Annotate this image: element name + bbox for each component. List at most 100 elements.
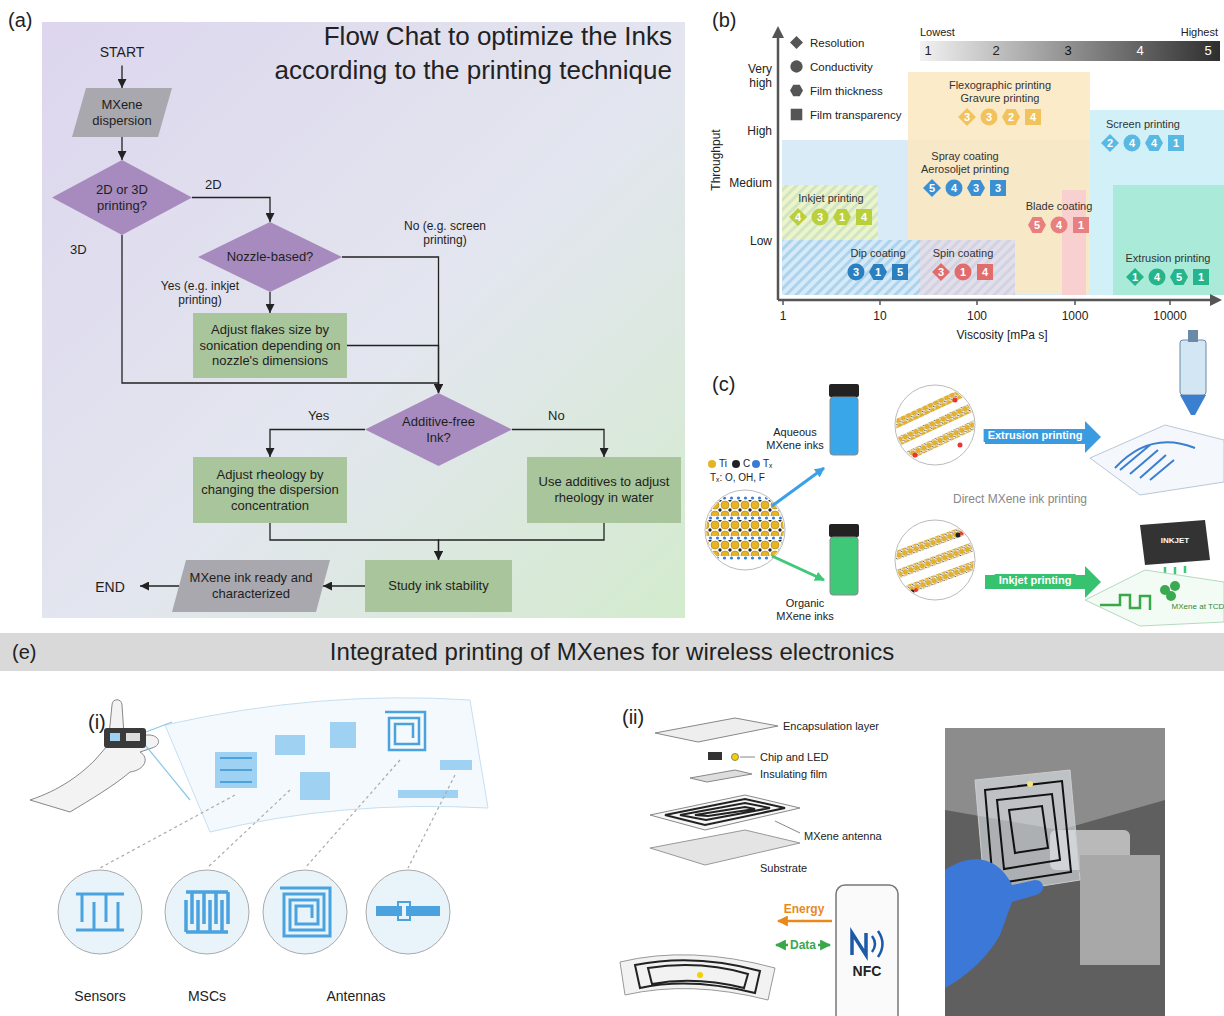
technique-label: Flexographic printingGravure printing332… xyxy=(925,79,1075,126)
score-badge: 1 xyxy=(869,263,887,281)
node-text: Adjust rheology by changing the dispersi… xyxy=(198,467,342,514)
score-number: 4 xyxy=(1050,216,1068,234)
score-badge: 2 xyxy=(1002,108,1020,126)
node-text: MXene dispersion xyxy=(87,97,157,128)
flow-arrow xyxy=(140,585,179,586)
axis-tick: 1000 xyxy=(1062,309,1089,323)
score-badge: 3 xyxy=(989,179,1007,197)
scale-number: 2 xyxy=(992,43,999,59)
legend-swatch xyxy=(752,460,760,468)
layer-name: Encapsulation layer xyxy=(783,720,879,733)
legend-entry: C xyxy=(732,458,750,469)
part-name: Sensors xyxy=(74,988,125,1005)
node-text: Additive-free Ink? xyxy=(393,414,484,445)
flow-arrow xyxy=(439,523,605,560)
technique-name: Inkjet printing xyxy=(786,192,876,205)
score-number: 5 xyxy=(1170,268,1188,286)
legend-entry: Film transparency xyxy=(790,108,901,121)
legend-text: Resolution xyxy=(810,37,864,49)
logo-text: NFC xyxy=(853,963,882,980)
panel-letter: (b) xyxy=(712,8,736,32)
legend-entry: Ti xyxy=(708,458,727,469)
scale-end: Lowest xyxy=(920,26,955,39)
score-number: 4 xyxy=(976,263,994,281)
caption-note: Direct MXene ink printing xyxy=(953,492,1087,506)
score-number: 3 xyxy=(980,108,998,126)
score-row: 1451 xyxy=(1114,268,1222,286)
score-number: 5 xyxy=(891,263,909,281)
layer-name: Chip and LED xyxy=(760,751,829,764)
score-number: 1 xyxy=(954,263,972,281)
legend-text: Conductivity xyxy=(810,61,873,73)
process-box: Adjust rheology by changing the dispersi… xyxy=(193,457,347,523)
legend-text: Film thickness xyxy=(810,85,883,97)
score-number: 4 xyxy=(789,208,807,226)
legend-entry: Resolution xyxy=(790,36,864,49)
node-text: 2D or 3D printing? xyxy=(79,182,166,213)
legend-note: Tₓ: O, OH, F xyxy=(710,472,765,484)
score-number: 3 xyxy=(847,263,865,281)
input-parallelogram: MXene dispersion xyxy=(72,88,172,137)
panel-heading: Flow Chat to optimize the Inks according… xyxy=(232,20,672,88)
flow-arrow xyxy=(270,430,365,458)
scale-number: 1 xyxy=(924,43,931,59)
flow-arrow xyxy=(347,346,439,394)
technique-name: Spin coating xyxy=(922,247,1004,260)
text-holder: Adjust rheology by changing the dispersi… xyxy=(198,467,342,514)
score-number: 4 xyxy=(1148,268,1166,286)
score-number: 3 xyxy=(989,179,1007,197)
edge-label: Yes (e.g. inkjet printing) xyxy=(138,279,262,308)
score-number: 1 xyxy=(833,208,851,226)
technique-label: Inkjet printing4314 xyxy=(786,192,876,226)
legend-entry: Tₓ xyxy=(752,458,772,469)
score-number: 3 xyxy=(958,108,976,126)
score-badge: 4 xyxy=(945,179,963,197)
text-holder: Use additives to adjust rheology in wate… xyxy=(532,474,676,505)
score-badge: 4 xyxy=(1024,108,1042,126)
score-badge: 5 xyxy=(1028,216,1046,234)
flow-arrow xyxy=(121,66,122,89)
text-holder: END xyxy=(85,579,135,596)
flow-arrow xyxy=(323,585,365,586)
subpanel-number: (i) xyxy=(88,710,106,734)
flow-arrow xyxy=(269,292,270,313)
score-badge: 4 xyxy=(976,263,994,281)
text-holder: Additive-free Ink? xyxy=(393,414,484,445)
scale-number: 3 xyxy=(1064,43,1071,59)
panel-letter: (e) xyxy=(12,640,36,664)
axis-tick: 100 xyxy=(967,309,987,323)
technique-label: Screen printing2441 xyxy=(1093,118,1193,152)
score-number: 3 xyxy=(811,208,829,226)
layer-name: Insulating film xyxy=(760,768,827,781)
edge-label: 3D xyxy=(70,242,87,258)
start-terminator: START xyxy=(92,39,152,66)
device-text: INKJET xyxy=(1161,536,1189,546)
score-badge: 5 xyxy=(891,263,909,281)
score-badge: 1 xyxy=(1126,268,1144,286)
score-number: 4 xyxy=(1145,134,1163,152)
scale-number: 4 xyxy=(1136,43,1143,59)
legend-symbol xyxy=(790,60,803,73)
score-badge: 3 xyxy=(967,179,985,197)
score-row: 315 xyxy=(842,263,914,281)
legend-entry: Conductivity xyxy=(790,60,873,73)
panel-letter: (a) xyxy=(8,8,32,32)
axis-title: Viscosity [mPa s] xyxy=(956,328,1047,342)
scale-end: Highest xyxy=(1181,26,1218,39)
end-terminator: END xyxy=(80,574,140,601)
panel-letter: (c) xyxy=(712,372,735,396)
score-number: 1 xyxy=(1126,268,1144,286)
score-number: 4 xyxy=(1123,134,1141,152)
technique-name: Screen printing xyxy=(1093,118,1193,131)
technique-name: Flexographic printing xyxy=(925,79,1075,92)
score-badge: 1 xyxy=(954,263,972,281)
score-number: 2 xyxy=(1101,134,1119,152)
technique-name: Dip coating xyxy=(842,247,914,260)
device-text: MXene at TCD xyxy=(1172,602,1224,612)
signal-name: Data xyxy=(788,938,818,952)
text-holder: START xyxy=(97,44,147,61)
signal-name: Energy xyxy=(784,902,825,916)
score-badge: 3 xyxy=(980,108,998,126)
score-row: 314 xyxy=(922,263,1004,281)
score-number: 1 xyxy=(1192,268,1210,286)
